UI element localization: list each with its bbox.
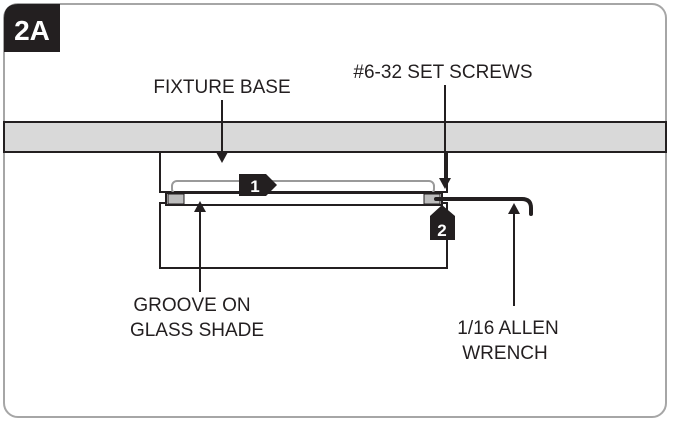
groove-leader [194, 201, 206, 292]
step-2-arrow-shape [430, 205, 455, 240]
set-screws-leader [439, 85, 451, 189]
step-1-number: 1 [250, 177, 259, 196]
allen-wrench [434, 197, 533, 216]
glass-shade-lip [165, 192, 443, 206]
step-1-badge: 1 [239, 174, 277, 196]
figure-badge-label: 2A [14, 15, 50, 46]
ceiling-band [3, 121, 667, 153]
step-2-badge: 2 [430, 205, 455, 240]
fixture-base-label: FIXTURE BASE [153, 77, 290, 98]
step-2-number: 2 [437, 221, 446, 240]
figure-badge-background [4, 4, 60, 52]
groove-label-line2: GLASS SHADE [130, 320, 264, 341]
step-1-arrow-shape [239, 174, 277, 196]
allen-wrench-label-line2: WRENCH [462, 343, 548, 364]
set-screw-left [167, 193, 185, 205]
glass-shade [159, 202, 448, 269]
allen-wrench-label-line1: 1/16 ALLEN [457, 318, 558, 339]
groove-label-line1: GROOVE ON [133, 295, 250, 316]
figure-badge: 2A [4, 4, 60, 52]
fixture-base-leader [216, 100, 228, 163]
set-screws-label: #6-32 SET SCREWS [353, 62, 532, 83]
allen-wrench-leader [508, 203, 520, 306]
